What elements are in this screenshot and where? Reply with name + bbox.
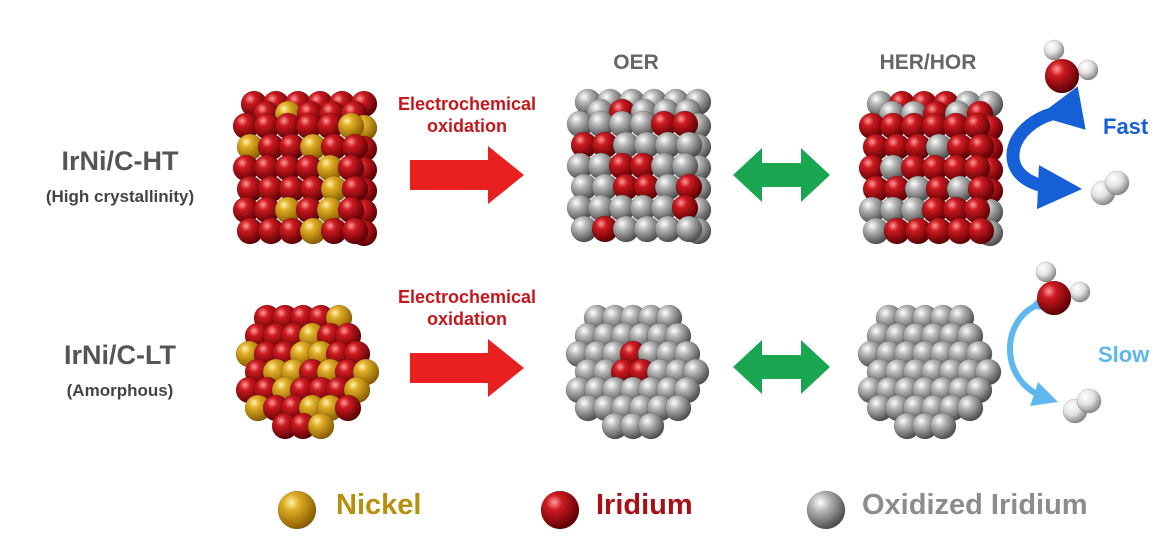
oxidized-iridium-atom (675, 215, 703, 243)
row-lt-step: Electrochemical oxidation (398, 286, 536, 330)
iridium-atom-icon (540, 490, 580, 530)
her-hor-header: HER/HOR (879, 51, 977, 74)
hydrogen-atom (1077, 59, 1099, 81)
iridium-atom (540, 490, 580, 530)
row-lt-subtitle: (Amorphous) (66, 381, 174, 400)
irni-lt-her-particle (857, 304, 1002, 440)
water-molecule-icon (1043, 39, 1099, 94)
hydrogen-molecule-icon (1062, 388, 1102, 424)
hydrogen-atom (1104, 170, 1130, 196)
oer-header: OER (613, 51, 659, 74)
iridium-atom (1044, 58, 1080, 94)
irni-ht-oer-particle (566, 88, 712, 245)
oxidized-iridium-atom (664, 394, 692, 422)
iridium-atom (334, 394, 362, 422)
iridium-atom (967, 217, 995, 245)
curved-cycle-arrow-icon (1007, 287, 1058, 406)
water-molecule-icon (1035, 261, 1091, 316)
oxidized-iridium-atom-icon (806, 490, 846, 530)
step-line-2: oxidation (426, 116, 507, 136)
hydrogen-molecule-icon (1090, 170, 1130, 206)
oxidized-iridium-atom (956, 394, 984, 422)
nickel-atom (307, 412, 335, 440)
nickel-atom (277, 490, 317, 530)
row-lt-name: IrNi/C-LT (64, 340, 176, 370)
iridium-atom (1036, 280, 1072, 316)
hydrogen-atom (1069, 281, 1091, 303)
kinetics-fast-label: Fast (1103, 114, 1149, 139)
curved-cycle-arrow-icon (1006, 86, 1086, 210)
irni-lt-alloy-particle (235, 304, 380, 440)
legend-nickel-label: Nickel (336, 489, 422, 521)
oxidized-iridium-atom (637, 412, 665, 440)
green-double-arrow-icon (733, 340, 830, 394)
row-ht-subtitle: (High crystallinity) (45, 187, 195, 206)
row-ht-step: Electrochemical oxidation (398, 93, 536, 137)
row-ht-name: IrNi/C-HT (61, 146, 179, 176)
step-line-1: Electrochemical (397, 94, 537, 114)
green-double-arrow-icon (733, 148, 830, 202)
oxidized-iridium-atom (929, 412, 957, 440)
hydrogen-atom (1035, 261, 1057, 283)
red-right-arrow-icon (410, 146, 524, 204)
oxidized-iridium-atom (806, 490, 846, 530)
legend-iridium-label: Iridium (596, 489, 693, 521)
iridium-atom (341, 217, 369, 245)
legend-oxidized-label: Oxidized Iridium (862, 489, 1088, 521)
nickel-atom-icon (277, 490, 317, 530)
irni-ht-her-particle (858, 90, 1004, 247)
hydrogen-atom (1076, 388, 1102, 414)
hydrogen-atom (1043, 39, 1065, 61)
red-right-arrow-icon (410, 339, 524, 397)
step-line-1: Electrochemical (397, 287, 537, 307)
step-line-2: oxidation (426, 309, 507, 329)
irni-lt-oer-particle (565, 304, 710, 440)
irni-ht-alloy-particle (232, 90, 378, 247)
kinetics-slow-label: Slow (1098, 342, 1150, 367)
